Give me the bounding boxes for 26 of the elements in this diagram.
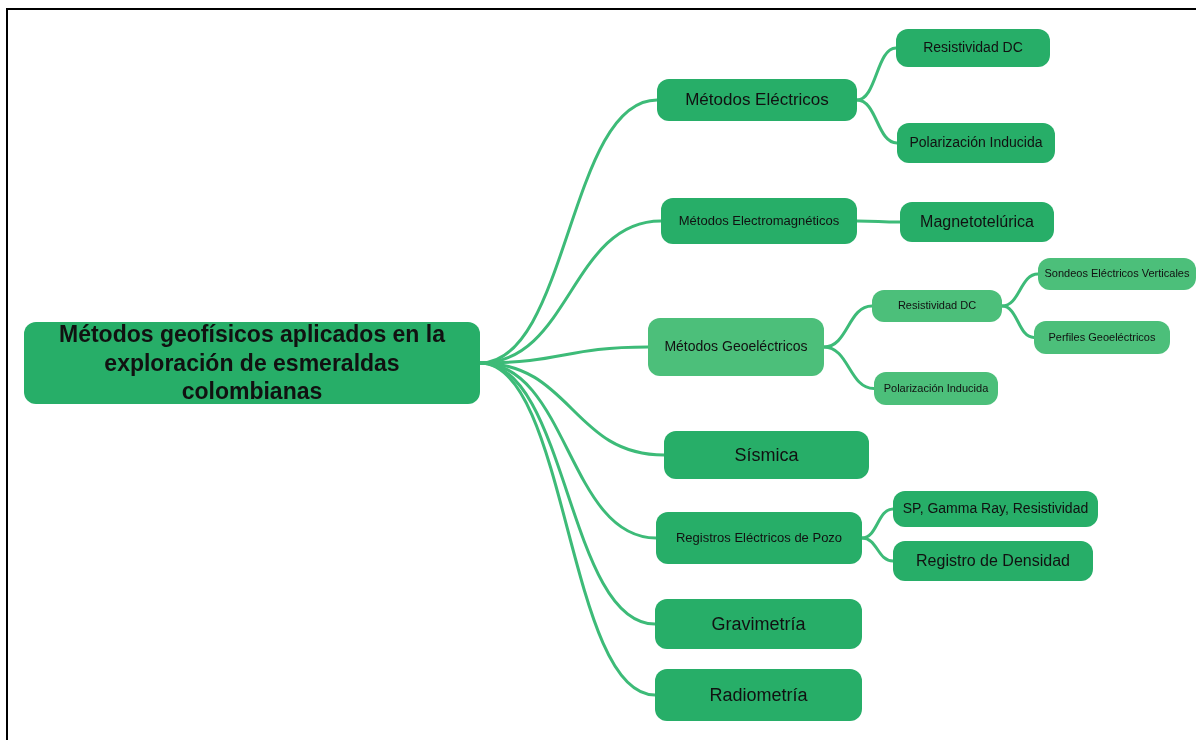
connector-line <box>1001 304 1035 339</box>
topic-box: Perfiles Geoeléctricos <box>1034 321 1170 354</box>
topic-box: Gravimetría <box>655 599 862 649</box>
connector-line <box>861 507 894 540</box>
connector-line <box>856 98 898 145</box>
topic-box: Magnetotelúrica <box>900 202 1054 242</box>
topic-box: Métodos Electromagnéticos <box>661 198 857 244</box>
topic-box: Resistividad DC <box>896 29 1050 67</box>
topic-box: Sísmica <box>664 431 869 479</box>
topic-box: Radiometría <box>655 669 862 721</box>
connector-line <box>823 345 875 390</box>
connector-line <box>856 46 897 102</box>
connector-line <box>823 304 873 349</box>
topic-box: SP, Gamma Ray, Resistividad <box>893 491 1098 527</box>
topic-box: Polarización Inducida <box>897 123 1055 163</box>
connector-line <box>1001 272 1039 308</box>
topic-box: Polarización Inducida <box>874 372 998 405</box>
topic-box: Registro de Densidad <box>893 541 1093 581</box>
topic-box: Métodos Geoeléctricos <box>648 318 824 376</box>
connector-line <box>857 219 900 224</box>
topic-box: Sondeos Eléctricos Verticales <box>1038 258 1196 290</box>
topic-box: Registros Eléctricos de Pozo <box>656 512 862 564</box>
connector-line <box>861 536 894 563</box>
topic-box: Métodos Eléctricos <box>657 79 857 121</box>
topic-box: Resistividad DC <box>872 290 1002 322</box>
root-topic-box: Métodos geofísicos aplicados en la exploración de esmeraldas colombianas <box>24 322 480 404</box>
